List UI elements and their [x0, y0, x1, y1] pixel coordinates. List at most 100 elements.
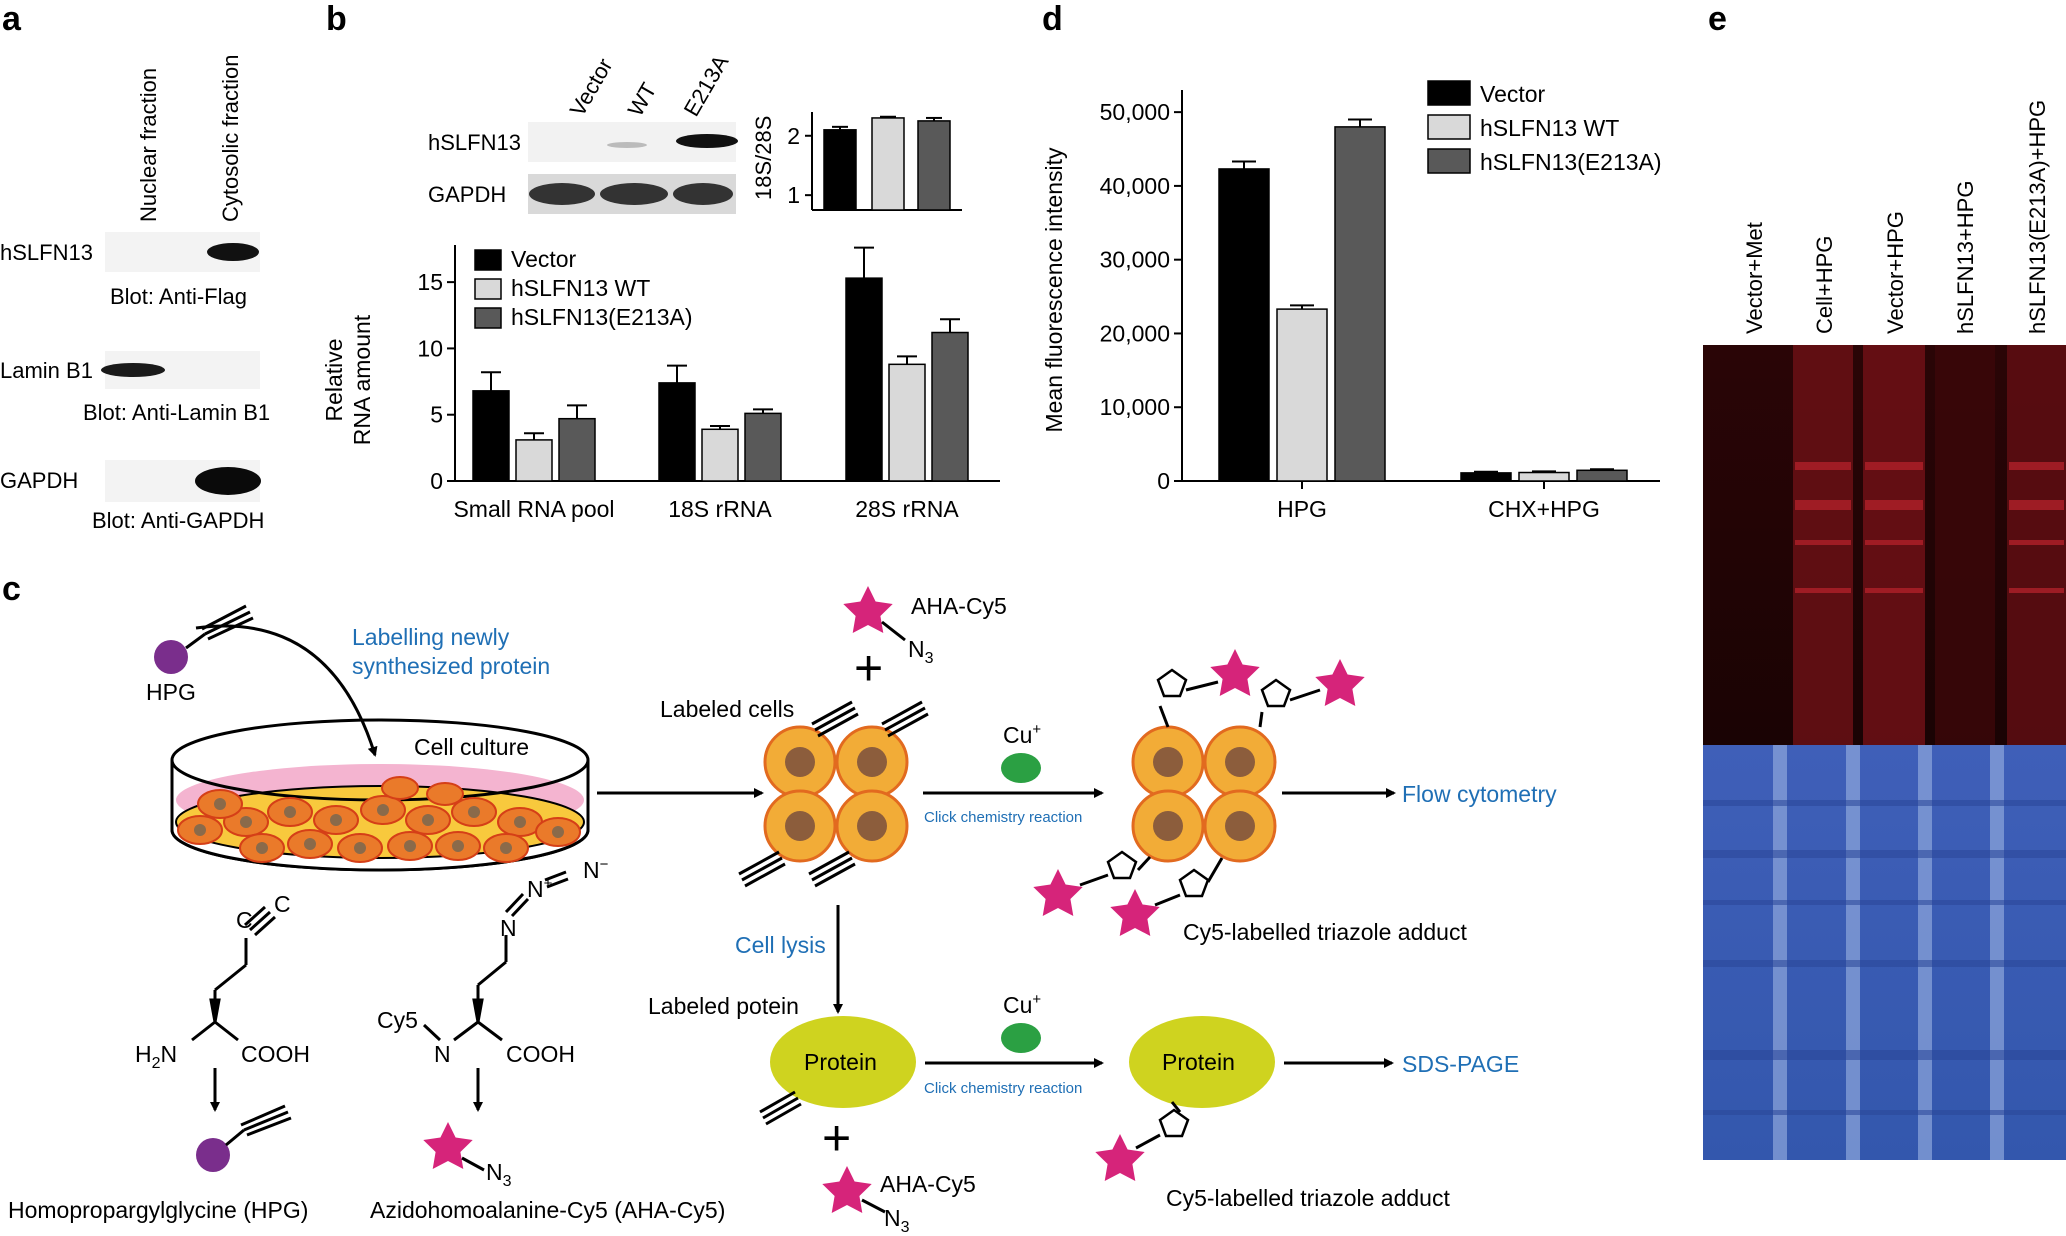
y-tick-label: 10 — [417, 335, 443, 361]
aha-full-name: Azidohomoalanine-Cy5 (AHA-Cy5) — [370, 1197, 725, 1223]
n3-label-bottom: N3 — [884, 1205, 910, 1236]
inset-y-tick-label: 1 — [787, 182, 800, 208]
y-tick-label: 20,000 — [1100, 320, 1170, 346]
aha-cy5-star-icon-structure — [423, 1122, 473, 1169]
bar — [701, 428, 739, 482]
aha-cy5-label-top: AHA-Cy5 — [911, 593, 1007, 619]
y-tick-label: 40,000 — [1100, 173, 1170, 199]
panel-b: b Vector WT E213A hSLFN13 GAPDH 18S/28S … — [321, 0, 1000, 522]
hpg-full-name: Homopropargylglycine (HPG) — [8, 1197, 308, 1223]
triazole-labelled-cells-icon — [1033, 649, 1365, 936]
blot-band-hslfn13-cytosolic — [207, 243, 259, 261]
triazole-adduct-label-bottom: Cy5-labelled triazole adduct — [1166, 1185, 1450, 1211]
column-label-nuclear: Nuclear fraction — [136, 68, 161, 222]
click-reaction-label-bottom: Click chemistry reaction — [924, 1080, 1082, 1097]
lane-label-wt: WT — [623, 78, 662, 120]
inset-ylabel: 18S/28S — [751, 116, 776, 200]
x-tick-label: 28S rRNA — [855, 496, 959, 522]
copper-catalyst-icon-top — [1001, 753, 1041, 783]
bar — [1218, 168, 1270, 482]
lane-label-vector: Vector — [565, 54, 618, 121]
labeled-cells-icon — [738, 700, 929, 888]
legend-label: hSLFN13(E213A) — [1480, 149, 1662, 175]
triazole-icon-bottom — [1158, 1108, 1190, 1138]
x-tick-label: Small RNA pool — [453, 496, 614, 522]
gel-lane-label-4: hSLFN13+HPG — [1953, 181, 1978, 334]
inset-y-tick-label: 2 — [787, 123, 800, 149]
sds-page-label: SDS-PAGE — [1402, 1051, 1519, 1077]
bar — [931, 331, 969, 482]
panel-e: e Vector+Met Cell+HPG Vector+HPG hSLFN13… — [1703, 0, 2066, 1160]
gel-lane-label-3: Vector+HPG — [1883, 211, 1908, 334]
panel-c: c HPG Labelling newly synthesized protei… — [2, 570, 1557, 1236]
row-label-gapdh: GAPDH — [0, 468, 78, 493]
legend-label: hSLFN13 WT — [511, 275, 650, 301]
gel-lane-label-2: Cell+HPG — [1812, 236, 1837, 334]
bar — [1518, 471, 1570, 482]
plus-sign-bottom: + — [822, 1110, 851, 1166]
y-tick-label: 15 — [417, 269, 443, 295]
legend-label: Vector — [1480, 81, 1546, 107]
cy5-star-icon-adduct — [1095, 1134, 1145, 1181]
legend-label: hSLFN13 WT — [1480, 115, 1619, 141]
bar — [658, 382, 696, 482]
aha-cooh-label: COOH — [506, 1041, 575, 1067]
protein-blob-right — [1129, 1016, 1275, 1108]
column-label-cytosolic: Cytosolic fraction — [218, 54, 243, 222]
inset-bar — [823, 129, 857, 211]
cell-lysis-label: Cell lysis — [735, 932, 826, 958]
hpg-amine-label: H2N — [135, 1041, 177, 1072]
flow-cytometry-label: Flow cytometry — [1402, 781, 1557, 807]
aha-cy5-label-bottom: AHA-Cy5 — [880, 1171, 976, 1197]
chart-b-inset: 12 — [787, 112, 962, 211]
legend-swatch — [474, 307, 502, 329]
chart-d-ylabel: Mean fluorescence intensity — [1041, 147, 1067, 433]
panel-d-letter: d — [1042, 0, 1063, 38]
hpg-cooh-label: COOH — [241, 1041, 310, 1067]
click-reaction-label-top: Click chemistry reaction — [924, 809, 1082, 826]
panel-e-letter: e — [1708, 0, 1727, 38]
hpg-molecule-icon — [154, 640, 188, 674]
bar — [558, 417, 596, 482]
protein-alkyne-icon — [759, 1090, 802, 1126]
labelling-arrow — [195, 624, 378, 757]
x-tick-label: 18S rRNA — [668, 496, 772, 522]
coomassie-gel-bands — [1703, 800, 2066, 1115]
coomassie-gel — [1703, 745, 2066, 1160]
x-tick-label: HPG — [1277, 496, 1327, 522]
bar — [472, 390, 510, 482]
gel-lane-label-5: hSLFN13(E213A)+HPG — [2025, 100, 2050, 334]
bar — [888, 363, 926, 482]
blot-antibody-laminb1: Blot: Anti-Lamin B1 — [83, 400, 270, 425]
legend-swatch — [474, 249, 502, 271]
blot-band-b-gapdh-3 — [673, 183, 733, 205]
aha-structure — [422, 870, 569, 1042]
chart-b-ylabel-line2: RNA amount — [349, 314, 375, 445]
fluorescence-gel-lanes — [1793, 345, 2066, 745]
aha-n-atom-2: N — [434, 1041, 451, 1067]
bar — [1576, 469, 1628, 482]
cu-label-bottom: Cu+ — [1003, 991, 1041, 1018]
cell-culture-label: Cell culture — [414, 734, 529, 760]
panel-a: a Nuclear fraction Cytosolic fraction hS… — [0, 0, 270, 533]
y-tick-label: 0 — [1157, 468, 1170, 494]
labeled-protein-label: Labeled potein — [648, 993, 799, 1019]
panel-c-letter: c — [2, 570, 21, 608]
aha-n-atom-1: N — [500, 915, 517, 941]
bar — [744, 412, 782, 482]
blot-band-b-hslfn13-wt — [607, 142, 647, 148]
row-label-laminb1: Lamin B1 — [0, 358, 93, 383]
protein-label-right: Protein — [1162, 1049, 1235, 1075]
bar — [1334, 126, 1386, 482]
y-tick-label: 0 — [430, 468, 443, 494]
labelling-line1: Labelling newly — [352, 624, 510, 650]
cu-label-top: Cu+ — [1003, 721, 1041, 748]
aha-n3-structure: N3 — [486, 1159, 512, 1190]
labelling-line2: synthesized protein — [352, 653, 550, 679]
labeled-cells-label: Labeled cells — [660, 696, 794, 722]
protein-blob-left — [770, 1016, 916, 1108]
hpg-structure — [191, 905, 277, 1042]
panel-b-letter: b — [326, 0, 347, 38]
